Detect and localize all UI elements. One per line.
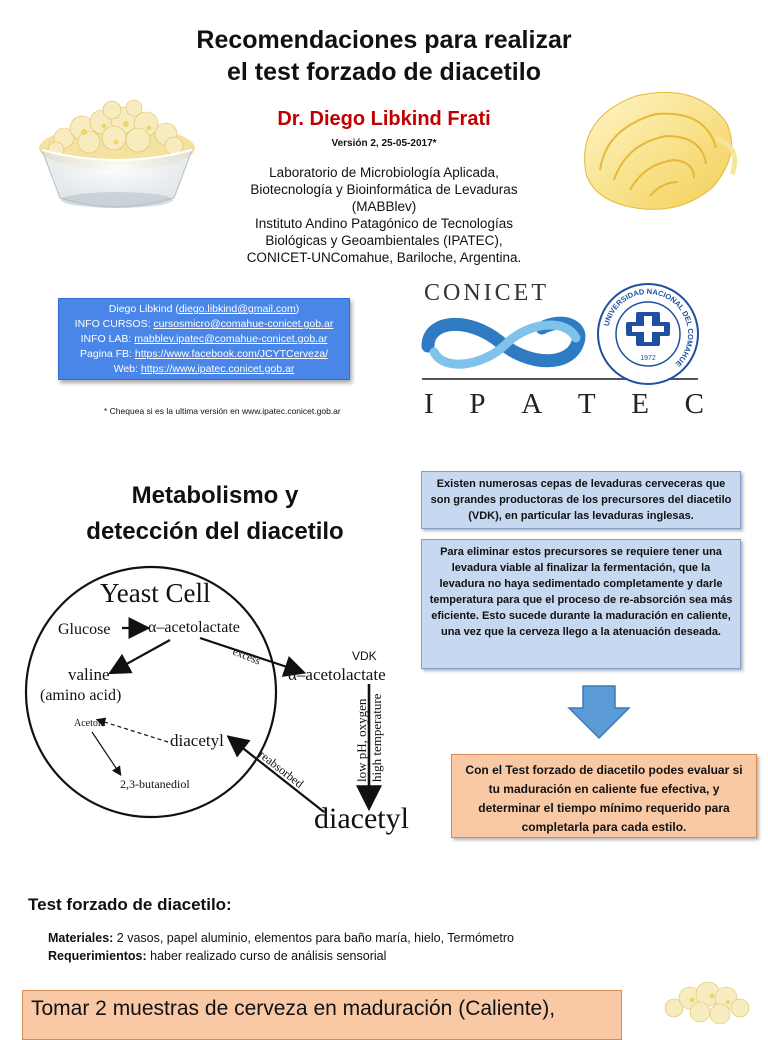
info-box-strains: Existen numerosas cepas de levaduras cer… [421,471,741,529]
title-line-1: Recomendaciones para realizar [196,26,572,54]
title-line-2: el test forzado de diacetilo [227,58,541,86]
popcorn-bowl-image [39,99,195,208]
ipatec-letter: A [521,388,543,420]
affiliation-line: Instituto Andino Patagónico de Tecnologí… [255,216,513,231]
logo-divider [422,378,698,380]
ipatec-letter: T [577,388,596,420]
popcorn-small-image [664,981,750,1024]
contact-line-lab: INFO LAB: mabblev.ipatec@comahue-conicet… [80,333,328,345]
low-ph-label: low pH, oxygen [354,698,369,782]
web-link[interactable]: https://www.ipatec.conicet.gob.ar [140,363,295,375]
diacetyl-inner: diacetyl [170,731,224,750]
contact-box: Diego Libkind (diego.libkind@gmail.com) … [58,298,350,380]
butanediol-label: 2,3-butanediol [120,777,190,791]
section-title: Metabolismo y detección del diacetilo [40,478,390,550]
requirements-line: Requerimientos: haber realizado curso de… [48,949,387,963]
contact-line-facebook: Pagina FB: https://www.facebook.com/JCYT… [79,348,329,360]
ipatec-logo-text: I P A T E C [424,388,704,421]
lab-email-link[interactable]: mabblev.ipatec@comahue-conicet.gob.ar [134,333,328,345]
facebook-link[interactable]: https://www.facebook.com/JCYTCerveza/ [134,348,329,360]
section-title-line-2: detección del diacetilo [86,518,344,545]
amino-acid-label: (amino acid) [40,687,121,704]
valine-label: valine [68,665,110,684]
affiliation-line: Laboratorio de Microbiología Aplicada, [269,165,499,180]
step-1-box: Tomar 2 muestras de cerveza en maduració… [22,990,622,1040]
vdk-label: VDK [352,649,377,663]
version-label: Versión 2, 25-05-2017* [331,138,437,149]
down-arrow-icon [567,685,631,740]
acetoin-label: Acetoin [74,718,106,729]
high-temp-label: high temperature [369,693,384,782]
conicet-logo-text: CONICET [424,280,549,306]
ipatec-letter: E [631,388,649,420]
yeast-cell-diagram: Yeast Cell Glucose α–acetolactate excess… [24,565,409,835]
affiliation-line: CONICET-UNComahue, Bariloche, Argentina. [246,250,522,265]
alpha-acetolactate-outer: α–acetolactate [288,665,386,684]
affiliation-line: Biotecnología y Bioinformática de Levadu… [250,182,518,197]
contact-line-web: Web: https://www.ipatec.conicet.gob.ar [113,363,295,375]
ipatec-letter: C [684,388,704,420]
materials-line: Materiales: 2 vasos, papel aluminio, ele… [48,931,514,945]
cursos-email-link[interactable]: cursosmicro@comahue-conicet.gob.ar [153,318,334,330]
ipatec-letter: I [424,388,434,420]
universidad-seal-logo: UNIVERSIDAD NACIONAL DEL COMAHUE 1972 [597,283,699,385]
alpha-acetolactate-inner: α–acetolactate [148,619,240,636]
reabsorbed-label: reabsorbed [256,747,306,790]
info-box-reabsorption: Para eliminar estos precursores se requi… [421,539,741,669]
affiliation-block: Laboratorio de Microbiología Aplicada, B… [200,164,568,266]
info-box-test-purpose: Con el Test forzado de diacetilo podes e… [451,754,757,838]
author-name: Dr. Diego Libkind Frati [277,108,491,130]
section-title-line-1: Metabolismo y [131,482,299,509]
affiliation-line: Biológicas y Geoambientales (IPATEC), [265,233,503,248]
diacetyl-outer: diacetyl [314,802,409,835]
ipatec-letter: P [469,388,486,420]
conicet-infinity-logo [421,316,586,369]
test-section-title: Test forzado de diacetilo: [28,895,232,914]
document-title: Recomendaciones para realizar el test fo… [0,24,768,88]
seal-year: 1972 [640,355,656,362]
materials-block: Materiales: 2 vasos, papel aluminio, ele… [48,929,514,965]
contact-line-cursos: INFO CURSOS: cursosmicro@comahue-conicet… [74,318,334,330]
email-link[interactable]: diego.libkind@gmail.com [178,303,296,315]
cell-label: Yeast Cell [100,578,211,608]
affiliation-line: (MABBlev) [351,199,417,214]
butter-curl-image [584,91,738,210]
glucose-label: Glucose [58,621,110,638]
cell-membrane [24,565,278,819]
contact-line-name: Diego Libkind (diego.libkind@gmail.com) [108,303,300,315]
version-note: * Chequea si es la ultima versión en www… [104,406,341,416]
